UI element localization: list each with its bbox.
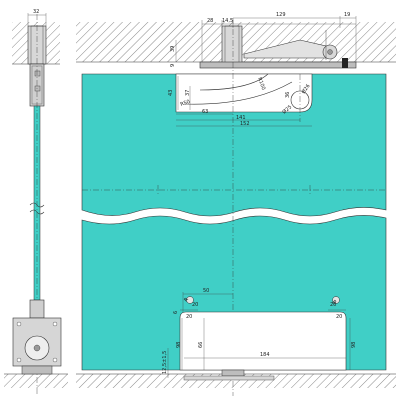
- dim-141: 141: [236, 115, 246, 121]
- dim-20-right2: 20: [330, 302, 336, 308]
- dim-36: 36: [285, 92, 291, 98]
- dim-37: 37: [185, 90, 191, 96]
- dim-43: 43: [168, 90, 174, 96]
- dim-r-right: R: [331, 299, 338, 306]
- dim-63: 63: [202, 109, 208, 115]
- dim-r50: R50: [180, 99, 191, 108]
- side-view: 32: [4, 9, 68, 396]
- dim-98-left: 98: [176, 342, 182, 348]
- dim-28: 28: [207, 18, 213, 24]
- side-top-width-label: 32: [33, 9, 39, 15]
- dim-66: 66: [198, 342, 204, 348]
- dim-12-5: 12,5±1,5: [162, 351, 168, 374]
- dim-19: 19: [344, 12, 350, 18]
- dim-r-left: R: [183, 296, 190, 303]
- bottom-dimensions: 50 6 20 R 20 R 20 20 98 66 98 184 12,5±1…: [162, 288, 357, 378]
- dim-20-left2: 20: [192, 302, 198, 308]
- top-glass-cutout: [175, 73, 313, 113]
- side-floor-hatch: [4, 374, 68, 388]
- glass-panel-upper: [81, 73, 387, 217]
- dim-d25: Ø25: [281, 104, 293, 116]
- dim-50: 50: [203, 288, 209, 294]
- top-dimensions: 28 14,5 129 19 39 9 43 37 63 141 152 R10…: [168, 12, 357, 127]
- dim-98-right: 98: [351, 342, 357, 348]
- dim-129: 129: [276, 12, 286, 18]
- dim-d26: Ø26: [300, 83, 312, 95]
- dim-9: 9: [170, 64, 176, 67]
- front-view: [76, 18, 396, 396]
- bottom-floor-pivot: [221, 369, 245, 377]
- dim-152: 152: [240, 121, 250, 127]
- dim-184: 184: [260, 352, 270, 358]
- dim-39: 39: [170, 46, 176, 52]
- dim-20-right: 20: [336, 314, 342, 320]
- front-floor-hatch: [76, 374, 396, 388]
- side-bottom-patch: [29, 299, 45, 319]
- dim-20-left: 20: [186, 314, 192, 320]
- dim-6: 6: [173, 311, 179, 314]
- bottom-glass-cutout: [179, 311, 347, 371]
- dim-r100: R100: [256, 77, 266, 91]
- dim-14-5: 14,5: [222, 18, 233, 24]
